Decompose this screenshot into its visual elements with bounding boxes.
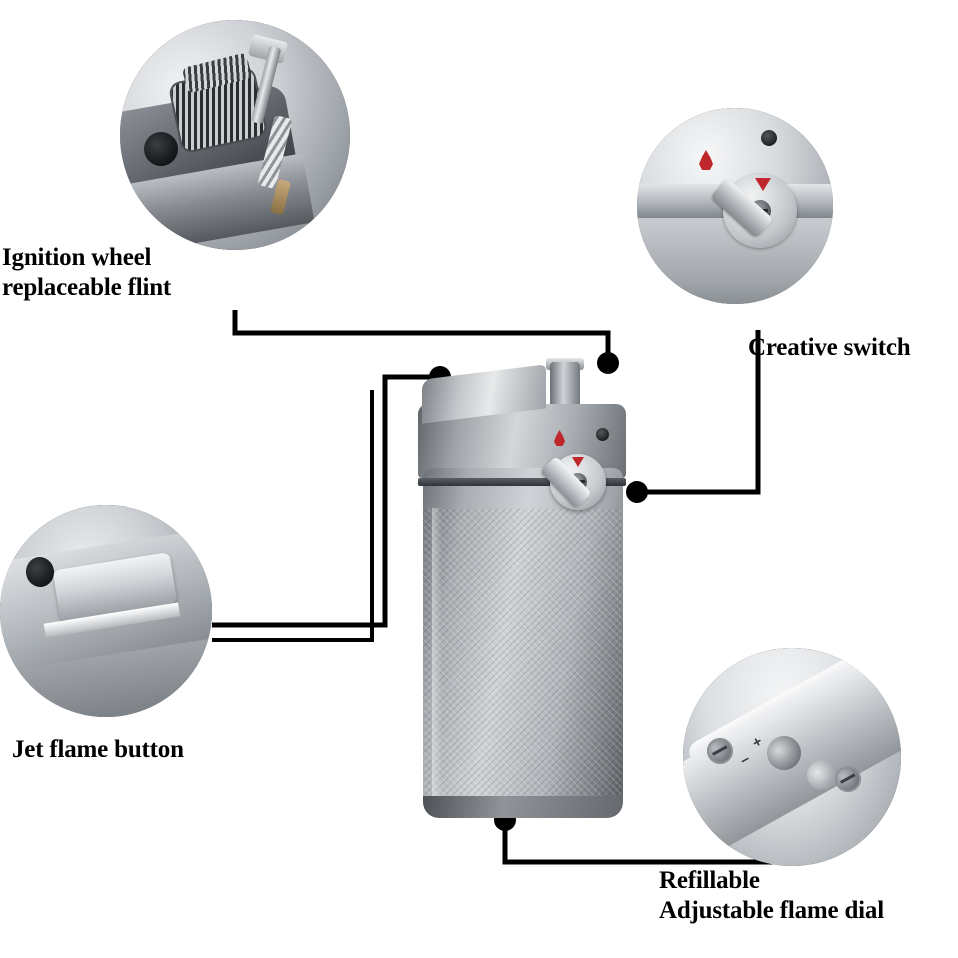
creative-switch-inset [637, 108, 833, 304]
vent-dot [596, 428, 609, 441]
jet-flame-button-photo [0, 505, 212, 717]
ignition-wheel-photo [120, 20, 350, 250]
flame-marking-icon [554, 430, 565, 446]
ignition-wheel-inset [120, 20, 350, 250]
label-refillable-flame-dial: Refillable Adjustable flame dial [659, 867, 884, 924]
lighter-body [423, 468, 623, 816]
label-ignition-wheel: Ignition wheel replaceable flint [2, 244, 172, 301]
creative-switch-photo [637, 108, 833, 304]
red-indicator-icon [572, 457, 584, 467]
nozzle [550, 362, 580, 408]
body-highlight [432, 508, 442, 803]
label-jet-flame-button: Jet flame button [12, 736, 184, 763]
refillable-dial-photo: − + [683, 648, 901, 866]
metal-jet-lighter [410, 358, 642, 818]
lighter-base [423, 796, 623, 818]
refillable-dial-inset: − + [683, 648, 901, 866]
lighter-body-texture [423, 508, 623, 816]
red-indicator-icon [755, 178, 771, 191]
vent-dot [761, 130, 777, 146]
flame-marking-icon [699, 150, 713, 170]
body-seam [418, 478, 626, 486]
label-creative-switch: Creative switch [748, 334, 911, 361]
jet-flame-button-inset [0, 505, 212, 717]
